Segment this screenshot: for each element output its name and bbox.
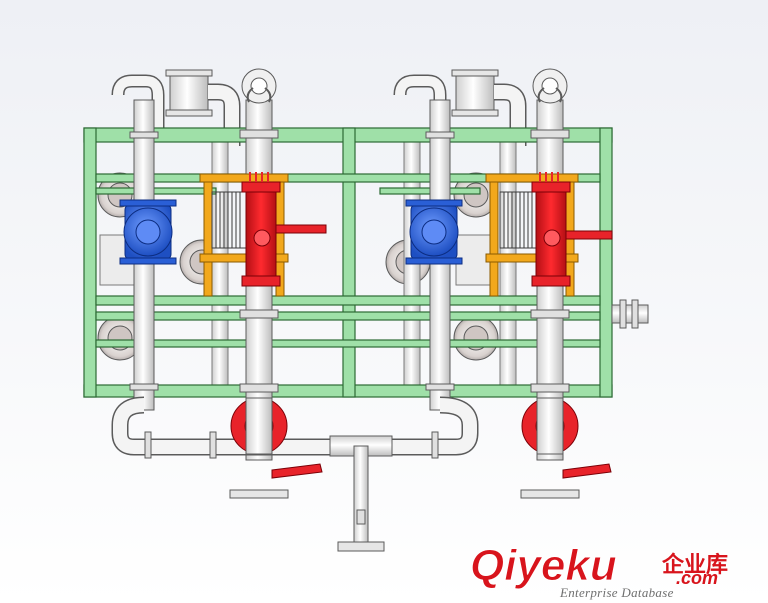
filter-assembly-left xyxy=(199,172,327,297)
watermark-cn: 企业库 xyxy=(661,552,728,578)
blue-gate-valve-left xyxy=(119,199,177,265)
watermark-brand: Qiyeku xyxy=(470,541,617,590)
blue-gate-valve-right xyxy=(405,199,463,265)
red-butterfly-valve-left xyxy=(230,397,323,479)
watermark-tagline: Enterprise Database xyxy=(560,585,674,600)
red-butterfly-valve-right xyxy=(521,397,612,479)
filter-assembly-right xyxy=(485,172,613,297)
watermark-domain: .com xyxy=(676,568,718,588)
